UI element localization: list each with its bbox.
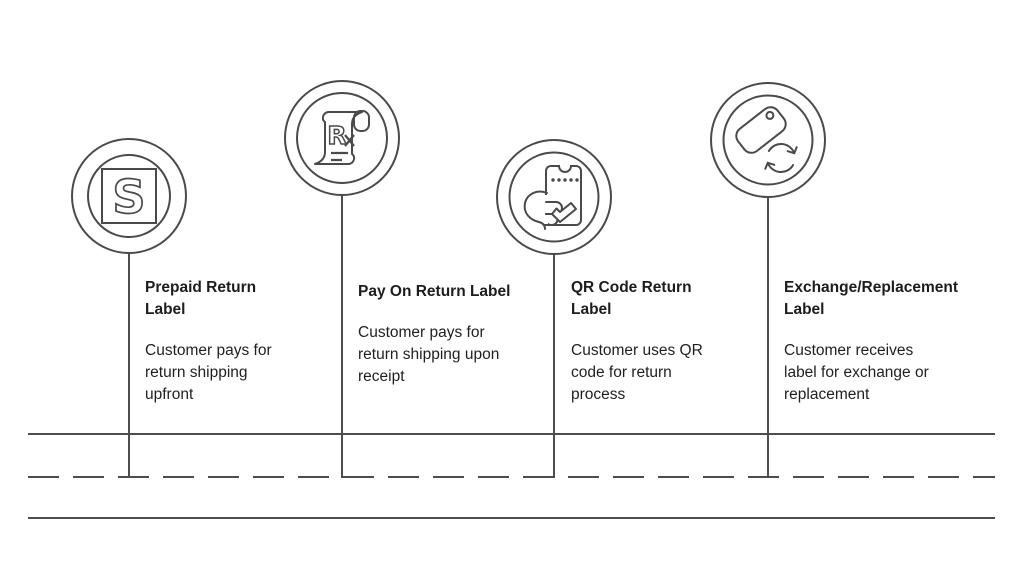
road-bottom-line xyxy=(28,517,995,519)
milestone-description: Customer pays for return shipping upfron… xyxy=(145,342,272,403)
milestone-description: Customer receives label for exchange or … xyxy=(784,342,929,403)
prepaid-label-icon: S xyxy=(71,138,187,254)
milestone-text-exchange: Exchange/Replacement Label Customer rece… xyxy=(784,277,959,406)
connector-line xyxy=(553,254,555,478)
connector-line xyxy=(341,195,343,478)
road-dashed-center-line xyxy=(28,476,995,478)
connector-line xyxy=(128,253,130,478)
exchange-replacement-icon xyxy=(710,82,826,198)
milestone-title: Exchange/Replacement Label xyxy=(784,279,959,318)
qr-code-return-icon xyxy=(496,139,612,255)
milestone-text-prepaid: Prepaid Return Label Customer pays for r… xyxy=(145,277,280,406)
milestone-description: Customer uses QR code for return process xyxy=(571,342,703,403)
s-glyph: S xyxy=(112,170,145,224)
milestone-text-qr-code: QR Code Return Label Customer uses QR co… xyxy=(571,277,711,406)
road-top-line xyxy=(28,433,995,435)
milestone-title: QR Code Return Label xyxy=(571,279,692,318)
milestone-description: Customer pays for return shipping upon r… xyxy=(358,324,500,385)
milestone-title: Pay On Return Label xyxy=(358,283,511,300)
pay-on-return-icon: R xyxy=(284,80,400,196)
milestone-text-pay-on-return: Pay On Return Label Customer pays for re… xyxy=(358,281,526,388)
rx-glyph: R xyxy=(327,121,346,150)
milestone-title: Prepaid Return Label xyxy=(145,279,257,318)
connector-line xyxy=(767,197,769,478)
